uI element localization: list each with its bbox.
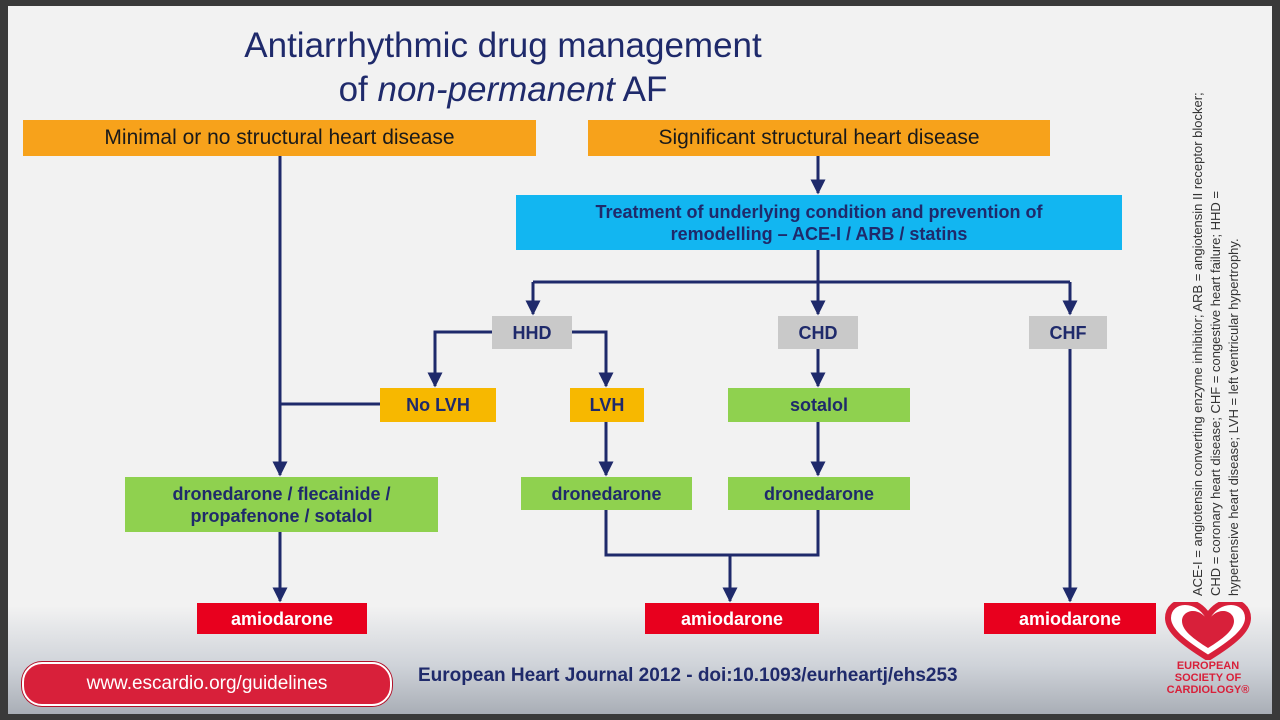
esc-logo-text: EUROPEAN SOCIETY OF CARDIOLOGY® bbox=[1148, 660, 1268, 696]
slide: Antiarrhythmic drug management of non-pe… bbox=[8, 6, 1272, 714]
node-lvh: LVH bbox=[570, 388, 644, 422]
node-no-lvh: No LVH bbox=[380, 388, 496, 422]
esc-logo: EUROPEAN SOCIETY OF CARDIOLOGY® bbox=[1148, 598, 1268, 702]
treatment-line-1: Treatment of underlying condition and pr… bbox=[595, 201, 1043, 222]
node-treatment: Treatment of underlying condition and pr… bbox=[516, 195, 1122, 250]
connector-hhd-to-nolvh bbox=[427, 330, 492, 388]
combo-line-1: dronedarone / flecainide / bbox=[172, 483, 391, 504]
connector-hhd-to-lvh bbox=[572, 330, 614, 388]
journal-citation: European Heart Journal 2012 - doi:10.109… bbox=[418, 665, 958, 686]
node-dronedarone-chd: dronedarone bbox=[728, 477, 910, 510]
node-hhd: HHD bbox=[492, 316, 572, 349]
title-italic: non-permanent bbox=[377, 70, 615, 109]
node-chd: CHD bbox=[778, 316, 858, 349]
flow-connectors bbox=[272, 156, 1078, 603]
node-sotalol: sotalol bbox=[728, 388, 910, 422]
node-dronedarone-lvh: dronedarone bbox=[521, 477, 692, 510]
combo-line-2: propafenone / sotalol bbox=[190, 505, 373, 526]
title-prefix: of bbox=[338, 70, 378, 109]
guidelines-link[interactable]: www.escardio.org/guidelines bbox=[22, 662, 392, 706]
page-title: Antiarrhythmic drug management of non-pe… bbox=[158, 24, 848, 112]
abbreviations-line-2: CHD = coronary heart disease; CHF = cong… bbox=[1208, 191, 1223, 596]
title-line-1: Antiarrhythmic drug management bbox=[244, 26, 762, 65]
abbreviations-note: ACE-I = angiotensin converting enzyme in… bbox=[1176, 86, 1256, 596]
title-line-2: of non-permanent AF bbox=[158, 68, 848, 112]
node-amiodarone-right: amiodarone bbox=[984, 603, 1156, 634]
abbreviations-text: ACE-I = angiotensin converting enzyme in… bbox=[1189, 86, 1243, 596]
connector-dronedarone-merge bbox=[604, 510, 820, 557]
node-amiodarone-middle: amiodarone bbox=[645, 603, 819, 634]
logo-line-3: CARDIOLOGY® bbox=[1166, 684, 1250, 696]
node-chf: CHF bbox=[1029, 316, 1107, 349]
node-combo-drugs: dronedarone / flecainide / propafenone /… bbox=[125, 477, 438, 532]
node-amiodarone-left: amiodarone bbox=[197, 603, 367, 634]
logo-line-1: EUROPEAN bbox=[1176, 660, 1240, 672]
abbreviations-line-1: ACE-I = angiotensin converting enzyme in… bbox=[1190, 92, 1205, 596]
abbreviations-line-3: hypertensive heart disease; LVH = left v… bbox=[1226, 238, 1241, 596]
title-suffix: AF bbox=[614, 70, 668, 109]
node-significant-shd: Significant structural heart disease bbox=[588, 120, 1050, 156]
treatment-line-2: remodelling – ACE-I / ARB / statins bbox=[670, 223, 968, 244]
node-minimal-shd: Minimal or no structural heart disease bbox=[23, 120, 536, 156]
logo-line-2: SOCIETY OF bbox=[1174, 672, 1242, 684]
heart-logo-icon bbox=[1164, 598, 1252, 662]
